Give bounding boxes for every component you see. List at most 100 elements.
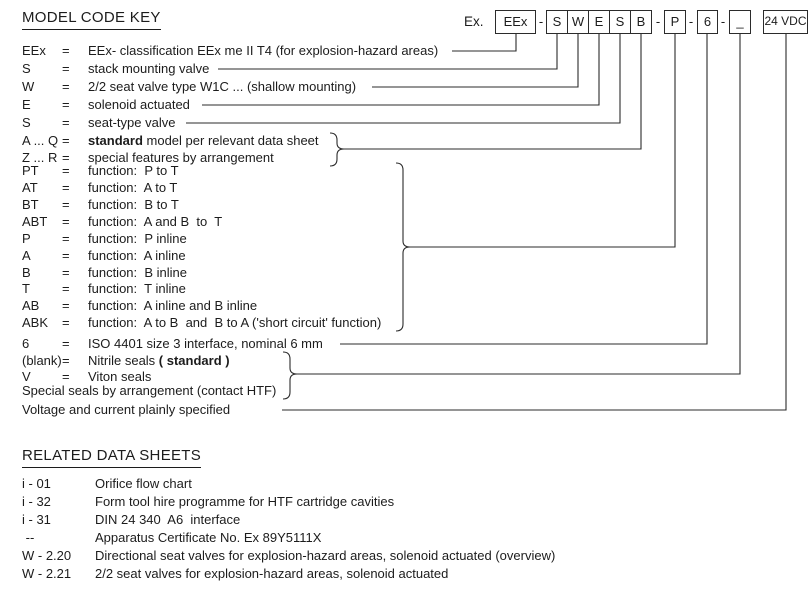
model-code-row: ABK=function: A to B and B to A ('short … xyxy=(22,315,381,331)
code-label: AT xyxy=(22,180,38,195)
code-box-6: 6 xyxy=(697,10,718,34)
sheet-code: i - 32 xyxy=(22,494,51,509)
code-description: function: T inline xyxy=(88,281,186,296)
code-label: (blank) xyxy=(22,353,62,368)
equals-sign: = xyxy=(62,298,70,313)
data-sheet-row: W - 2.20 Directional seat valves for expl… xyxy=(22,548,555,564)
related-data-sheets-title: RELATED DATA SHEETS xyxy=(22,447,202,468)
data-sheet-row: i - 01 Orifice flow chart xyxy=(22,476,192,492)
code-box-eex: EEx xyxy=(495,10,536,34)
data-sheet-row: i - 31 DIN 24 340 A6 interface xyxy=(22,512,240,528)
model-code-row: E=solenoid actuated xyxy=(22,97,190,113)
equals-sign: = xyxy=(62,353,70,368)
code-separator: - xyxy=(688,14,694,29)
sheet-code: W - 2.20 xyxy=(22,548,72,563)
sheet-code: -- xyxy=(22,530,35,545)
sheet-description: Apparatus Certificate No. Ex 89Y5111X xyxy=(95,530,322,545)
code-label: EEx xyxy=(22,43,46,58)
code-box-p: P xyxy=(664,10,686,34)
code-label: PT xyxy=(22,163,39,178)
code-label: BT xyxy=(22,197,39,212)
model-code-row: Z ... R = special features by arrangement xyxy=(22,150,274,166)
code-label: AB xyxy=(22,298,40,313)
equals-sign: = xyxy=(62,248,70,263)
code-description: function: A inline and B inline xyxy=(88,298,258,313)
code-label: ABK xyxy=(22,315,49,330)
code-label: P xyxy=(22,231,31,246)
code-description: ( standard ) xyxy=(158,353,230,368)
equals-sign: = xyxy=(62,79,70,94)
code-description: function: B inline xyxy=(88,265,188,280)
code-description: function: A and B to T xyxy=(88,214,223,229)
model-code-row: B=function: B inline xyxy=(22,265,187,281)
code-description: standard xyxy=(88,133,143,148)
equals-sign: = xyxy=(62,197,70,212)
equals-sign: = xyxy=(62,281,70,296)
equals-sign: = xyxy=(62,315,70,330)
brace-model-letters xyxy=(329,132,345,167)
equals-sign: = xyxy=(62,115,70,130)
sheet-code: i - 31 xyxy=(22,512,51,527)
code-label: S xyxy=(22,61,31,76)
model-code-row: PT=function: P to T xyxy=(22,163,179,179)
code-description: function: A to T xyxy=(88,180,178,195)
model-code-row: P=function: P inline xyxy=(22,231,187,247)
sheet-description: Orifice flow chart xyxy=(95,476,192,491)
connector-line-s2 xyxy=(186,34,621,124)
equals-sign: = xyxy=(62,150,70,165)
code-description: Viton seals xyxy=(88,369,152,384)
code-description: Nitrile seals xyxy=(88,353,159,368)
code-description: model per relevant data sheet xyxy=(142,133,319,148)
code-label: ABT xyxy=(22,214,48,229)
model-code-row: BT = function: B to T xyxy=(22,197,179,213)
model-code-row: 6=ISO 4401 size 3 interface, nominal 6 m… xyxy=(22,336,323,352)
code-label: E xyxy=(22,97,31,112)
connector-line-model xyxy=(344,34,642,150)
code-label: V xyxy=(22,369,31,384)
connector-line-function xyxy=(410,34,676,248)
model-code-row: S=stack mounting valve xyxy=(22,61,209,77)
connector-line-s1 xyxy=(218,34,558,70)
brace-seals xyxy=(282,351,298,400)
sheet-code: W - 2.21 xyxy=(22,566,72,581)
model-code-row: AB = function: A inline and B inline xyxy=(22,298,257,314)
connector-line-voltage xyxy=(282,34,787,411)
code-separator: - xyxy=(655,14,661,29)
code-box-blank: _ xyxy=(729,10,751,34)
code-box-b: B xyxy=(630,10,652,34)
model-code-row: V=Viton seals xyxy=(22,369,151,385)
code-separator: - xyxy=(538,14,544,29)
code-label: A xyxy=(22,248,31,263)
model-code-row: AT = function: A to T xyxy=(22,180,177,196)
equals-sign: = xyxy=(62,133,70,148)
equals-sign: = xyxy=(62,231,70,246)
model-code-row: A ... Q=standard model per relevant data… xyxy=(22,133,319,149)
code-description: EEx- classification EEx me II T4 (for ex… xyxy=(88,43,439,58)
model-code-note: Voltage and current plainly specified xyxy=(22,402,231,417)
equals-sign: = xyxy=(62,163,70,178)
equals-sign: = xyxy=(62,61,70,76)
code-label: Z ... R xyxy=(22,150,58,165)
sheet-description: DIN 24 340 A6 interface xyxy=(95,512,241,527)
equals-sign: = xyxy=(62,180,70,195)
model-code-row: (blank)= Nitrile seals ( standard ) xyxy=(22,353,230,369)
code-label: S xyxy=(22,115,31,130)
data-sheet-row: -- Apparatus Certificate No. Ex 89Y5111X xyxy=(22,530,322,546)
code-description: special features by arrangement xyxy=(88,150,274,165)
sheet-description: Form tool hire programme for HTF cartrid… xyxy=(95,494,395,509)
page-title: MODEL CODE KEY xyxy=(22,9,161,30)
sheet-code: i - 01 xyxy=(22,476,51,491)
code-description: solenoid actuated xyxy=(88,97,190,112)
code-box-s2: S xyxy=(609,10,631,34)
connector-line-w xyxy=(372,34,579,88)
code-label: T xyxy=(22,281,30,296)
connector-line-seals xyxy=(297,34,741,375)
sheet-description: Directional seat valves for explosion-ha… xyxy=(95,548,556,563)
brace-functions xyxy=(395,162,411,332)
code-description: function: B to T xyxy=(88,197,179,212)
equals-sign: = xyxy=(62,214,70,229)
equals-sign: = xyxy=(62,265,70,280)
model-code-row: W=2/2 seat valve type W1C ... (shallow m… xyxy=(22,79,356,95)
